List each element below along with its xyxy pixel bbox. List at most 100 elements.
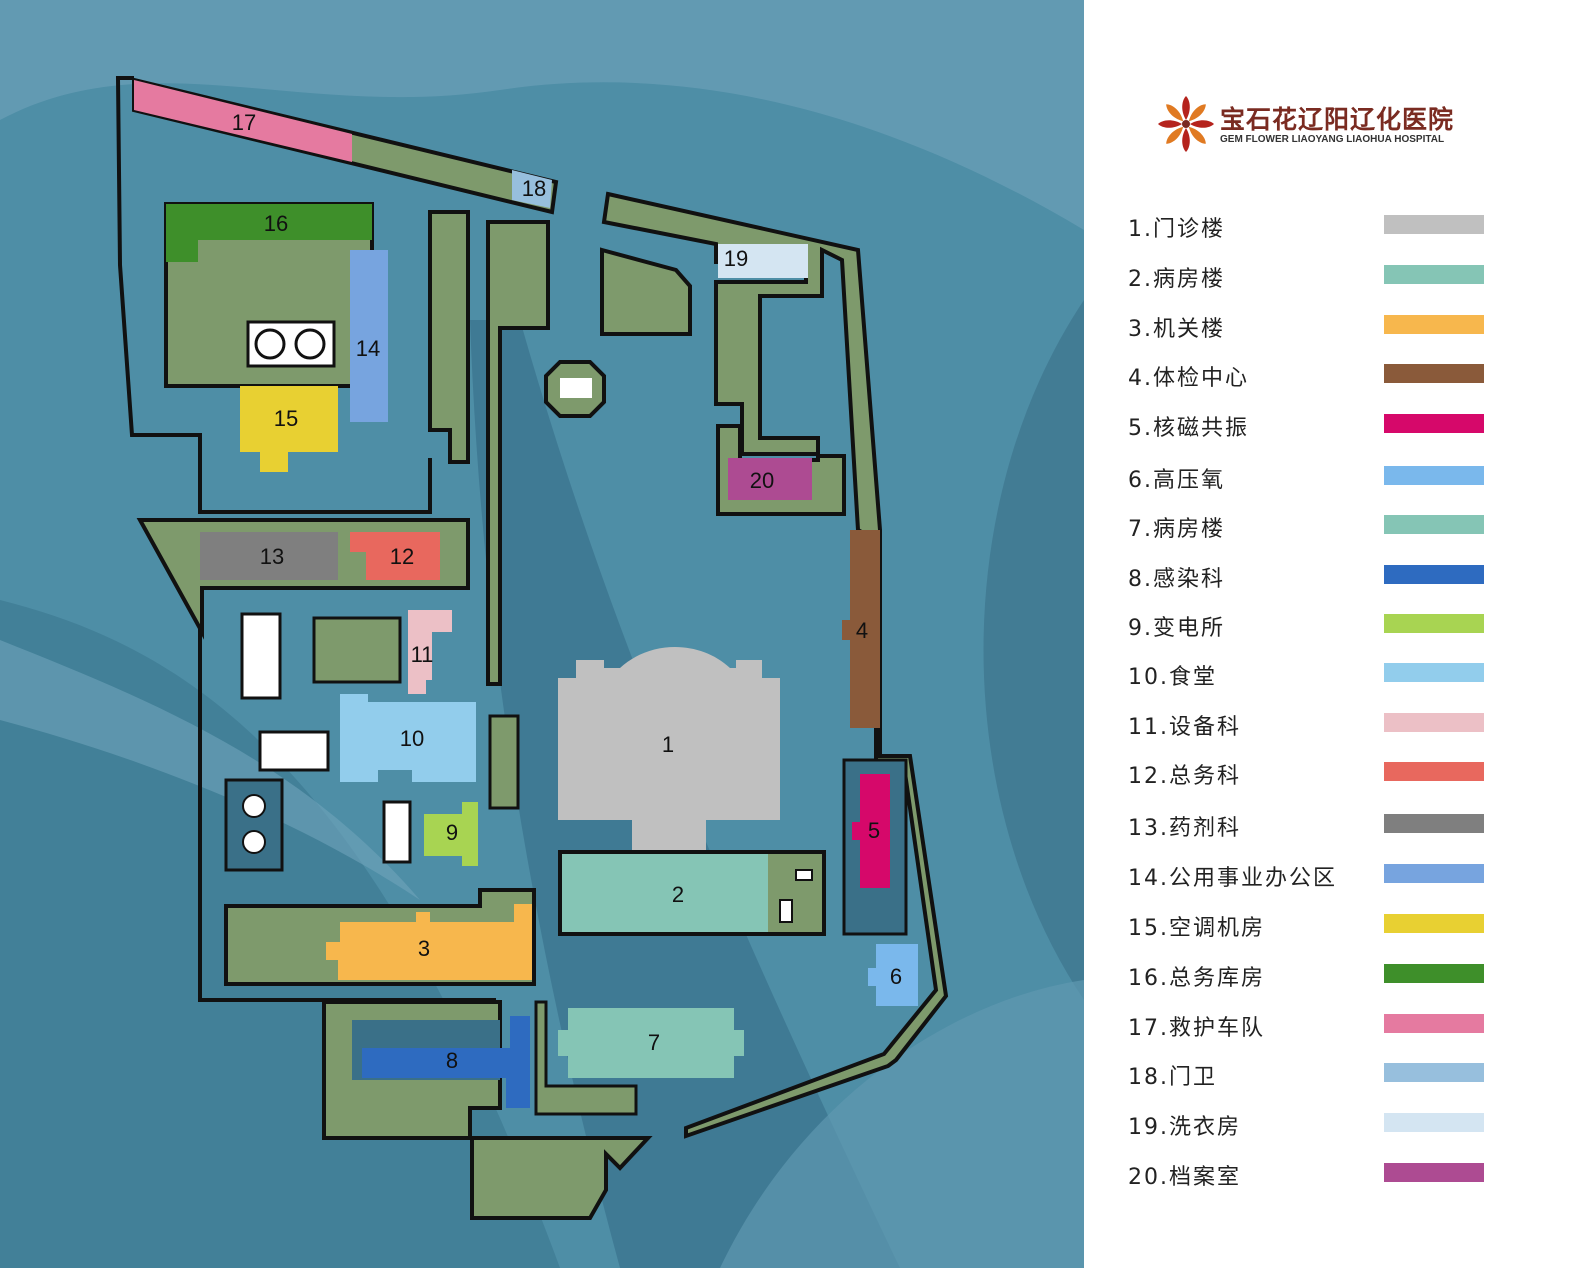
legend-swatch	[1384, 215, 1484, 234]
legend-item[interactable]: 17.救护车队	[1128, 1004, 1548, 1042]
legend-item[interactable]: 6.高压氧	[1128, 456, 1548, 494]
strip-a	[428, 210, 470, 464]
legend-item[interactable]: 12.总务科	[1128, 752, 1548, 790]
building-4-label[interactable]: 4	[856, 618, 868, 643]
wall-west	[115, 76, 432, 514]
legend-swatch	[1384, 466, 1484, 485]
building-19-shape	[718, 244, 808, 278]
legend-label: 11.设备科	[1128, 715, 1241, 740]
legend-label: 14.公用事业办公区	[1128, 866, 1337, 891]
building-20-shape	[728, 458, 812, 500]
building-9-label[interactable]: 9	[446, 820, 458, 845]
legend-swatch	[1384, 515, 1484, 534]
legend-label: 20.档案室	[1128, 1165, 1241, 1190]
legend-swatch	[1384, 814, 1484, 833]
legend-item[interactable]: 4.体检中心	[1128, 354, 1548, 392]
legend-label: 3.机关楼	[1128, 317, 1225, 342]
legend-swatch	[1384, 315, 1484, 334]
legend-swatch	[1384, 964, 1484, 983]
legend-swatch	[1384, 1063, 1484, 1082]
legend-item[interactable]: 20.档案室	[1128, 1153, 1548, 1191]
legend-item[interactable]: 1.门诊楼	[1128, 205, 1548, 243]
building-2-label[interactable]: 2	[672, 882, 684, 907]
campus-map-svg: 1 2 3 4 5 6 7 8 9 10 11 12 13 14 15 16 1…	[0, 0, 1084, 1268]
building-15-label[interactable]: 15	[274, 406, 298, 431]
legend-item[interactable]: 15.空调机房	[1128, 904, 1548, 942]
legend-item[interactable]: 10.食堂	[1128, 653, 1548, 691]
strip-c	[534, 1000, 638, 1116]
building-17-shape	[134, 80, 352, 162]
legend-label: 7.病房楼	[1128, 517, 1225, 542]
white-block	[560, 378, 592, 398]
legend-swatch	[1384, 364, 1484, 383]
legend-swatch	[1384, 713, 1484, 732]
building-7-label[interactable]: 7	[648, 1030, 660, 1055]
building-1-label[interactable]: 1	[662, 732, 674, 757]
building-8-label[interactable]: 8	[446, 1048, 458, 1073]
legend-label: 9.变电所	[1128, 616, 1225, 641]
legend-item[interactable]: 18.门卫	[1128, 1053, 1548, 1091]
legend-swatch	[1384, 414, 1484, 433]
legend-item[interactable]: 11.设备科	[1128, 703, 1548, 741]
legend-label: 4.体检中心	[1128, 366, 1249, 391]
legend-item[interactable]: 13.药剂科	[1128, 804, 1548, 842]
building-3-shape	[326, 904, 532, 980]
building-13-label[interactable]: 13	[260, 544, 284, 569]
legend-swatch	[1384, 864, 1484, 883]
building-8-shape	[362, 1016, 530, 1108]
legend-item[interactable]: 14.公用事业办公区	[1128, 854, 1548, 892]
legend-item[interactable]: 7.病房楼	[1128, 505, 1548, 543]
building-10-label[interactable]: 10	[400, 726, 424, 751]
tank	[254, 328, 286, 360]
building-11-shape	[408, 610, 452, 694]
white-block	[382, 800, 412, 864]
building-4-shape	[842, 530, 880, 728]
building-2-shape	[562, 854, 768, 932]
building-14-shape	[350, 250, 388, 422]
legend-label: 19.洗衣房	[1128, 1115, 1241, 1140]
building-17-label[interactable]: 17	[232, 110, 256, 135]
building-13-shape	[200, 532, 338, 580]
legend-item[interactable]: 5.核磁共振	[1128, 404, 1548, 442]
map-swirl	[983, 300, 1084, 1000]
legend-item[interactable]: 3.机关楼	[1128, 305, 1548, 343]
tank	[294, 328, 326, 360]
legend-swatch	[1384, 1113, 1484, 1132]
building-18-label[interactable]: 18	[522, 176, 546, 201]
building-19-label[interactable]: 19	[724, 246, 748, 271]
legend-item[interactable]: 9.变电所	[1128, 604, 1548, 642]
building-16-label[interactable]: 16	[264, 211, 288, 236]
white-block	[779, 899, 793, 923]
strip-b	[486, 220, 550, 686]
legend-label: 16.总务库房	[1128, 966, 1265, 991]
building-14-label[interactable]: 14	[356, 336, 380, 361]
legend-swatch	[1384, 565, 1484, 584]
map-swirl	[720, 980, 1084, 1268]
building-6-shape	[868, 944, 918, 1006]
legend-label: 8.感染科	[1128, 567, 1225, 592]
tank	[242, 830, 266, 854]
building-11-label[interactable]: 11	[411, 642, 434, 667]
strip-east	[601, 191, 949, 1139]
legend-item[interactable]: 16.总务库房	[1128, 954, 1548, 992]
legend-label: 10.食堂	[1128, 665, 1217, 690]
green-block	[488, 714, 520, 810]
legend-swatch	[1384, 265, 1484, 284]
gem-flower-logo-icon	[1158, 96, 1214, 152]
legend-item[interactable]: 19.洗衣房	[1128, 1103, 1548, 1141]
building-7-shape	[558, 1008, 744, 1078]
campus-map: 1 2 3 4 5 6 7 8 9 10 11 12 13 14 15 16 1…	[0, 0, 1084, 1268]
building-3-label[interactable]: 3	[418, 936, 430, 961]
building-12-label[interactable]: 12	[390, 544, 414, 569]
tank	[242, 794, 266, 818]
building-5-label[interactable]: 5	[868, 818, 880, 843]
legend-item[interactable]: 2.病房楼	[1128, 255, 1548, 293]
building-20-label[interactable]: 20	[750, 468, 774, 493]
legend-swatch	[1384, 762, 1484, 781]
legend-item[interactable]: 8.感染科	[1128, 555, 1548, 593]
building-6-label[interactable]: 6	[890, 964, 902, 989]
hospital-name: 宝石花辽阳辽化医院	[1220, 105, 1455, 134]
building-16-shape	[166, 204, 372, 262]
legend-swatch	[1384, 614, 1484, 633]
building-9-shape	[424, 802, 478, 866]
